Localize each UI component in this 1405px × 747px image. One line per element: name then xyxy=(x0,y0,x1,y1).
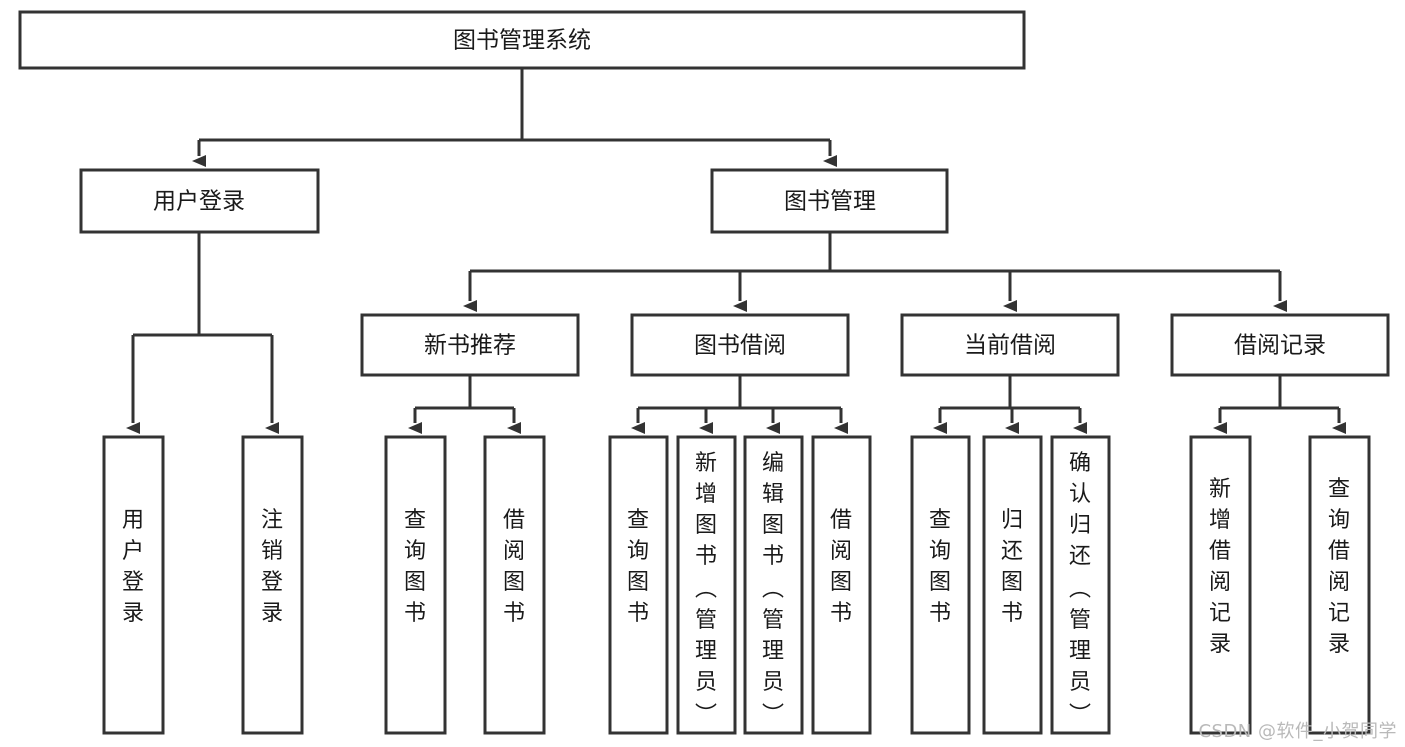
leaf-return-book-label: 归还图书 xyxy=(1001,508,1023,626)
leaf-add-book-admin-label: 新增图书︵管理员︶ xyxy=(695,451,717,728)
connectors-new-book-recommend-to-leaves xyxy=(408,375,521,434)
leaf-borrow-book-1-label: 借阅图书 xyxy=(503,508,525,626)
node-book-management-system[interactable]: 图书管理系统 xyxy=(18,10,1026,70)
leaf-query-borrow-record-label: 查询借阅记录 xyxy=(1328,477,1350,657)
leaf-query-book-2-label: 查询图书 xyxy=(627,508,649,626)
leaf-return-book[interactable]: 归还图书 xyxy=(982,435,1043,735)
node-new-book-recommend[interactable]: 新书推荐 xyxy=(360,313,580,377)
leaf-borrow-book-2[interactable]: 借阅图书 xyxy=(811,435,872,735)
node-book-borrow-label: 图书借阅 xyxy=(694,333,786,359)
leaf-query-book-2[interactable]: 查询图书 xyxy=(608,435,669,735)
connectors-book-management-to-level3 xyxy=(463,232,1287,312)
leaf-edit-book-admin-label: 编辑图书︵管理员︶ xyxy=(762,451,784,728)
leaf-borrow-book-2-label: 借阅图书 xyxy=(830,508,852,626)
connectors-book-borrow-to-leaves xyxy=(631,375,848,434)
leaf-query-book-3[interactable]: 查询图书 xyxy=(910,435,971,735)
leaf-query-borrow-record[interactable]: 查询借阅记录 xyxy=(1308,435,1371,735)
leaf-edit-book-admin[interactable]: 编辑图书︵管理员︶ xyxy=(743,435,804,735)
node-book-management[interactable]: 图书管理 xyxy=(710,168,949,234)
leaf-query-book-1-label: 查询图书 xyxy=(404,508,426,626)
leaf-add-borrow-record[interactable]: 新增借阅记录 xyxy=(1189,435,1252,735)
node-new-book-recommend-label: 新书推荐 xyxy=(424,333,516,359)
leaf-confirm-return-admin[interactable]: 确认归还︵管理员︶ xyxy=(1050,435,1111,735)
node-current-borrow[interactable]: 当前借阅 xyxy=(900,313,1120,377)
node-book-borrow[interactable]: 图书借阅 xyxy=(630,313,850,377)
node-user-login-label: 用户登录 xyxy=(153,189,245,215)
node-borrow-record[interactable]: 借阅记录 xyxy=(1170,313,1390,377)
leaf-add-book-admin[interactable]: 新增图书︵管理员︶ xyxy=(676,435,737,735)
connectors-user-login-to-leaves xyxy=(126,232,279,434)
leaf-borrow-book-1[interactable]: 借阅图书 xyxy=(483,435,546,735)
connectors-current-borrow-to-leaves xyxy=(933,375,1087,434)
leaf-user-login-label: 用户登录 xyxy=(122,508,144,626)
leaf-logout-login-label: 注销登录 xyxy=(261,508,283,626)
node-current-borrow-label: 当前借阅 xyxy=(964,333,1056,359)
leaf-add-borrow-record-label: 新增借阅记录 xyxy=(1209,477,1231,657)
node-borrow-record-label: 借阅记录 xyxy=(1234,333,1326,359)
node-book-management-label: 图书管理 xyxy=(784,189,876,215)
leaf-logout-login[interactable]: 注销登录 xyxy=(241,435,304,735)
connectors-root-to-level2 xyxy=(192,68,837,167)
leaf-user-login[interactable]: 用户登录 xyxy=(102,435,165,735)
leaf-query-book-1[interactable]: 查询图书 xyxy=(384,435,447,735)
connectors-borrow-record-to-leaves xyxy=(1213,375,1346,434)
node-user-login[interactable]: 用户登录 xyxy=(79,168,320,234)
leaf-query-book-3-label: 查询图书 xyxy=(929,508,951,626)
leaf-confirm-return-admin-label: 确认归还︵管理员︶ xyxy=(1069,451,1091,728)
node-book-management-system-label: 图书管理系统 xyxy=(453,28,591,54)
